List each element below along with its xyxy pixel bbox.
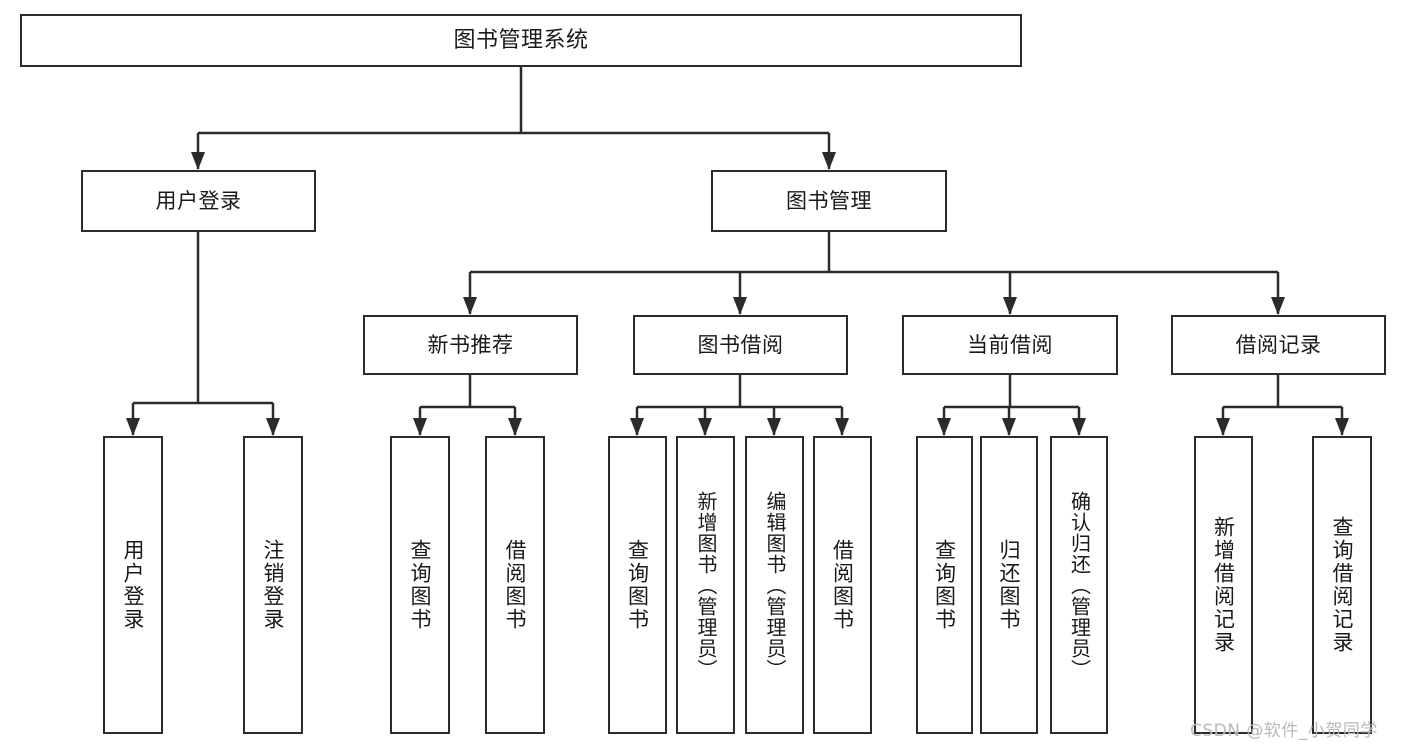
node-current-borrow[interactable]: 当前借阅 [902,315,1118,375]
node-root-system[interactable]: 图书管理系统 [20,14,1022,67]
node-leaf-query-book-1[interactable]: 查询图书 [390,436,450,734]
node-new-book-recommend[interactable]: 新书推荐 [363,315,578,375]
node-book-borrow[interactable]: 图书借阅 [633,315,848,375]
arrow-head-icon [1271,297,1285,315]
node-label: 借阅图书 [830,539,855,631]
arrow-head-icon [822,152,836,170]
node-label: 当前借阅 [967,332,1053,357]
node-label: 新增借阅记录 [1211,516,1236,654]
node-label: 查询图书 [408,539,433,631]
node-label: 图书管理 [786,188,872,213]
node-leaf-logout[interactable]: 注销登录 [243,436,303,734]
node-book-manage[interactable]: 图书管理 [711,170,947,232]
arrow-head-icon [1002,418,1016,436]
node-leaf-query-record[interactable]: 查询借阅记录 [1312,436,1372,734]
arrow-head-icon [508,418,522,436]
node-user-login[interactable]: 用户登录 [81,170,316,232]
arrow-head-icon [1216,418,1230,436]
arrow-head-icon [835,418,849,436]
arrow-head-icon [191,152,205,170]
node-leaf-add-record[interactable]: 新增借阅记录 [1194,436,1253,734]
node-label: 编辑图书（管理员） [763,490,787,680]
node-leaf-return-book[interactable]: 归还图书 [980,436,1038,734]
node-label: 用户登录 [155,188,242,213]
node-label: 用户登录 [121,539,146,631]
node-borrow-record[interactable]: 借阅记录 [1171,315,1386,375]
node-leaf-borrow-book-2[interactable]: 借阅图书 [813,436,872,734]
node-leaf-query-book-2[interactable]: 查询图书 [608,436,667,734]
arrow-head-icon [630,418,644,436]
node-label: 注销登录 [261,539,286,631]
arrow-head-icon [733,297,747,315]
node-label: 查询图书 [625,539,650,631]
arrow-head-icon [1072,418,1086,436]
arrow-head-icon [463,297,477,315]
node-label: 借阅图书 [503,539,528,631]
arrow-head-icon [767,418,781,436]
arrow-head-icon [1335,418,1349,436]
node-leaf-confirm-return[interactable]: 确认归还（管理员） [1050,436,1108,734]
arrow-head-icon [1003,297,1017,315]
node-label: 查询图书 [932,539,957,631]
node-leaf-borrow-book-1[interactable]: 借阅图书 [485,436,545,734]
node-label: 归还图书 [997,539,1022,631]
csdn-watermark: CSDN @软件_小贺同学 [1190,721,1378,741]
arrow-head-icon [266,418,280,436]
arrow-head-icon [698,418,712,436]
node-label: 图书管理系统 [453,27,589,53]
node-label: 确认归还（管理员） [1067,490,1092,680]
node-label: 借阅记录 [1235,332,1322,357]
arrow-head-icon [413,418,427,436]
arrow-head-icon [126,418,140,436]
node-leaf-add-book[interactable]: 新增图书（管理员） [676,436,735,734]
node-label: 查询借阅记录 [1330,516,1355,654]
arrow-head-icon [937,418,951,436]
node-leaf-user-login[interactable]: 用户登录 [103,436,163,734]
node-label: 图书借阅 [697,332,784,357]
node-leaf-edit-book[interactable]: 编辑图书（管理员） [745,436,804,734]
node-leaf-query-book-3[interactable]: 查询图书 [916,436,973,734]
node-label: 新增图书（管理员） [694,490,718,680]
node-label: 新书推荐 [427,332,514,357]
